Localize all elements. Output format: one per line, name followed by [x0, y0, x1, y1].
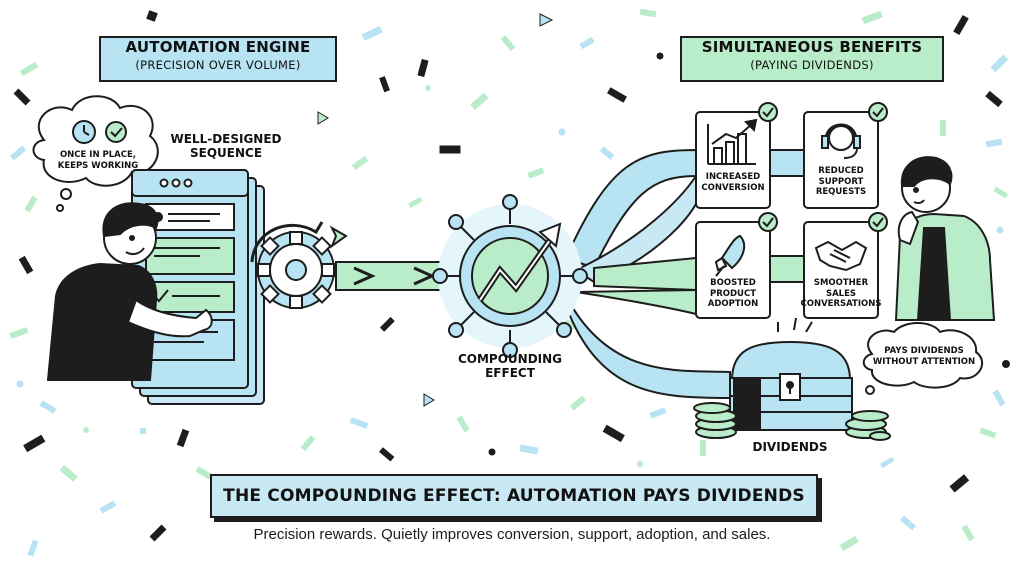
- hub-icon: [432, 194, 588, 358]
- treasure-chest-icon: [729, 317, 853, 431]
- benefit-card-conversion: [695, 102, 778, 209]
- banner-simultaneous-benefits: SIMULTANEOUS BENEFITS (PAYING DIVIDENDS): [680, 36, 944, 82]
- benefit-card-support: [803, 102, 888, 209]
- caption: Precision rewards. Quietly improves conv…: [253, 526, 771, 543]
- thought-bubble-left: [32, 95, 159, 212]
- thought-right-text: PAYS DIVIDENDS WITHOUT ATTENTION: [872, 346, 976, 368]
- banner-subtitle: (PRECISION OVER VOLUME): [135, 58, 301, 72]
- coins-icon: [693, 402, 891, 441]
- headset-icon: [821, 123, 861, 159]
- banner-subtitle: (PAYING DIVIDENDS): [750, 58, 874, 72]
- benefit-label-support: REDUCED SUPPORT REQUESTS: [815, 166, 867, 198]
- gear-icon: [250, 221, 348, 309]
- benefit-label-adoption: BOOSTED PRODUCT ADOPTION: [707, 278, 759, 310]
- rocket-icon: [714, 234, 746, 277]
- hub-label: COMPOUNDING EFFECT: [457, 352, 563, 381]
- benefit-card-adoption: [695, 212, 778, 319]
- bar-chart-icon: [707, 118, 758, 165]
- handshake-icon: [814, 240, 868, 272]
- benefit-card-sales: [803, 212, 888, 319]
- sequence-document: [131, 169, 265, 405]
- benefit-label-sales: SMOOTHER SALES CONVERSATIONS: [800, 278, 882, 310]
- confetti: [9, 8, 1010, 557]
- banner-automation-engine: AUTOMATION ENGINE (PRECISION OVER VOLUME…: [99, 36, 337, 82]
- main-title: THE COMPOUNDING EFFECT: AUTOMATION PAYS …: [223, 486, 805, 506]
- clock-icon: [72, 120, 96, 144]
- main-title-box: THE COMPOUNDING EFFECT: AUTOMATION PAYS …: [210, 474, 818, 518]
- thought-bubble-right: [862, 322, 983, 395]
- person-right: [894, 156, 996, 321]
- banner-title: AUTOMATION ENGINE: [125, 38, 311, 56]
- banner-title: SIMULTANEOUS BENEFITS: [701, 38, 923, 56]
- check-icon: [105, 121, 127, 143]
- person-left: [46, 202, 213, 381]
- benefit-label-conversion: INCREASED CONVERSION: [701, 172, 765, 193]
- dividends-label: DIVIDENDS: [752, 440, 828, 454]
- benefit-flow-bands: [564, 148, 805, 400]
- sequence-label: WELL-DESIGNED SEQUENCE: [170, 132, 282, 161]
- thought-left-text: ONCE IN PLACE, KEEPS WORKING: [57, 150, 139, 172]
